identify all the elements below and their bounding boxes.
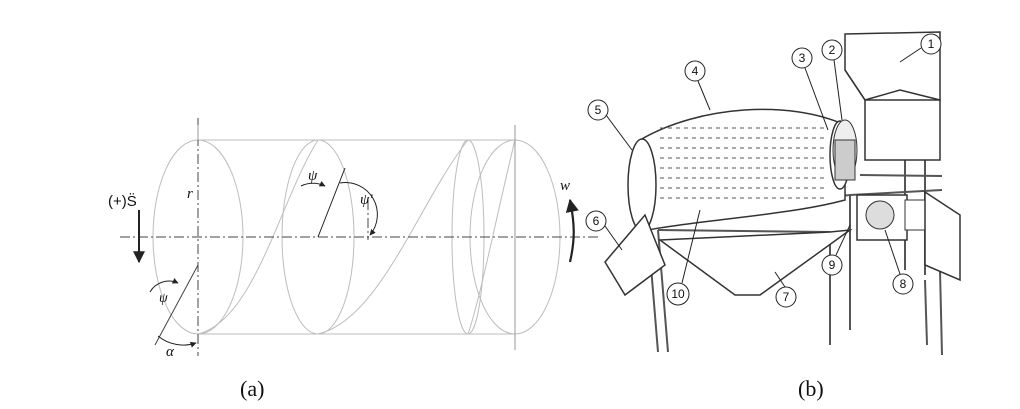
callouts: 1 2 3 4 5 6 7 8 9 10 xyxy=(585,33,942,308)
omega-label: w xyxy=(560,178,570,194)
motor xyxy=(856,190,961,282)
psi-label: ψ xyxy=(308,168,318,184)
psi-prime-arc xyxy=(339,182,378,236)
alpha-line xyxy=(154,264,199,346)
panel-a-helix-diagram: (+)S̈ r ψ ψ' w ψ α (a) xyxy=(108,118,600,401)
screen-drum xyxy=(627,108,851,232)
alpha-arc xyxy=(157,335,197,348)
psi-prime-label: ψ' xyxy=(360,192,373,208)
callout-9: 9 xyxy=(829,258,836,272)
panel-a-caption: (a) xyxy=(240,376,264,401)
callout-1: 1 xyxy=(928,37,935,51)
callout-10: 10 xyxy=(671,287,685,301)
radius-label: r xyxy=(187,186,193,202)
callout-5: 5 xyxy=(595,103,602,117)
alpha-label: α xyxy=(166,344,175,360)
discharge-chute xyxy=(604,213,666,297)
callout-6: 6 xyxy=(593,214,600,228)
callout-8: 8 xyxy=(900,277,907,291)
limit-lines xyxy=(197,125,516,350)
panel-b-machine-drawing: 1 2 3 4 5 6 7 8 9 10 (b) xyxy=(585,31,961,401)
force-label: (+)S̈ xyxy=(108,193,137,210)
collector-tray xyxy=(657,228,853,296)
hopper xyxy=(844,31,941,161)
helix-tangent xyxy=(317,167,346,238)
psi-lower-arc xyxy=(149,278,179,293)
drive-assembly xyxy=(832,119,858,181)
callout-4: 4 xyxy=(692,64,699,78)
callout-7: 7 xyxy=(783,290,790,304)
axis-lines xyxy=(120,118,600,356)
callout-2: 2 xyxy=(829,43,836,57)
callout-3: 3 xyxy=(799,51,806,65)
panel-b-caption: (b) xyxy=(798,376,824,401)
rotation-arrow xyxy=(565,198,579,263)
psi-arc xyxy=(300,180,326,187)
psi-lower-label: ψ xyxy=(159,291,168,306)
